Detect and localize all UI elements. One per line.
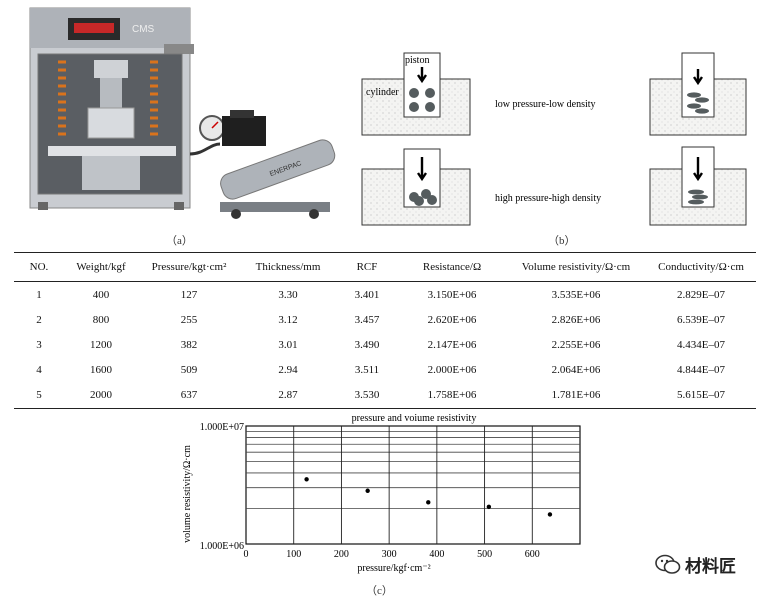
table-cell: 3.01 <box>278 338 298 351</box>
table-cell: 2.87 <box>240 382 336 409</box>
compression-schematic: piston cylinder low pressure-low density… <box>361 52 747 226</box>
col-header: RCF <box>336 252 398 282</box>
col-header: NO. <box>14 252 64 282</box>
table-cell: 127 <box>180 288 198 301</box>
particles-low <box>409 88 435 112</box>
high-caption: high pressure-high density <box>495 193 601 204</box>
table-cell: 6.539E–07 <box>677 313 725 326</box>
table-cell: 2000 <box>64 382 138 409</box>
plot-area <box>245 425 581 545</box>
table-cell: 2.826E+06 <box>551 313 601 326</box>
table-cell: 1600 <box>90 364 112 377</box>
table-row: 4 1600 509 2.94 3.511 2.000E+06 2.064E+0… <box>14 358 756 383</box>
table-cell: 2.255E+06 <box>551 338 601 351</box>
table-cell: 4.434E–07 <box>677 338 725 351</box>
data-point <box>547 512 553 517</box>
table-cell: 3.490 <box>354 338 380 351</box>
table-cell: 3.535E+06 <box>551 288 601 301</box>
resistivity-table: NO. Weight/kgf Pressure/kgt·cm² Thicknes… <box>14 252 756 409</box>
arrow-down-icon <box>417 157 427 182</box>
x-axis-label: pressure/kgf·cm⁻² <box>357 563 430 574</box>
table-cell: 5.615E–07 <box>646 382 756 409</box>
table-cell: 3.457 <box>354 313 380 326</box>
table-cell: 382 <box>180 338 198 351</box>
table-cell: 3.511 <box>354 364 380 377</box>
col-header: Pressure/kgt·cm² <box>138 252 240 282</box>
table-cell: 1.781E+06 <box>506 382 646 409</box>
col-header: Thickness/mm <box>240 252 336 282</box>
x-tick-label: 400 <box>429 549 444 560</box>
table-cell: 2.064E+06 <box>551 364 601 377</box>
arrow-down-icon <box>693 157 703 182</box>
table-cell: 2.829E–07 <box>677 288 725 301</box>
x-tick-label: 600 <box>525 549 540 560</box>
watermark: 材料匠 <box>655 552 736 577</box>
col-header: Conductivity/Ω·cm <box>646 252 756 282</box>
y-tick-label: 1.000E+06 <box>200 541 244 552</box>
resistivity-chart: 0 100 200 300 400 500 600 pressure and voiume … <box>182 413 581 574</box>
x-tick-label: 0 <box>244 549 249 560</box>
x-tick-label: 100 <box>286 549 301 560</box>
table-cell: 1200 <box>90 338 112 351</box>
data-point <box>486 504 492 510</box>
table-cell: 2.000E+06 <box>427 364 477 377</box>
particles-high <box>409 189 437 206</box>
data-point <box>365 488 370 493</box>
table-cell: 1 <box>36 288 42 301</box>
table-row: 2 800 255 3.12 3.457 2.620E+06 2.826E+06… <box>14 307 756 332</box>
table-cell: 509 <box>180 364 198 377</box>
table-cell: 1.758E+06 <box>398 382 506 409</box>
table-cell: 2.94 <box>278 364 298 377</box>
table-cell: 3.530 <box>336 382 398 409</box>
piston-label: piston <box>405 55 429 66</box>
col-header: Volume resistivity/Ω·cm <box>506 252 646 282</box>
x-tick-label: 500 <box>477 549 492 560</box>
low-caption: low pressure-low density <box>495 99 596 110</box>
table-row: 3 1200 382 3.01 3.490 2.147E+06 2.255E+0… <box>14 332 756 357</box>
table-cell: 4.844E–07 <box>677 364 725 377</box>
y-axis-label: volume resistivity/Ω·cm <box>182 445 193 543</box>
table-cell: 400 <box>92 288 110 301</box>
table-cell: 2.147E+06 <box>427 338 477 351</box>
table-cell: 5 <box>14 382 64 409</box>
y-tick-label: 1.000E+07 <box>200 422 244 433</box>
table-cell: 3.401 <box>354 288 380 301</box>
arrow-down-icon <box>417 67 427 84</box>
data-point <box>304 477 309 482</box>
table-cell: 800 <box>92 313 110 326</box>
device-badge: CMS <box>132 24 155 35</box>
watermark-text: 材料匠 <box>685 557 736 577</box>
table-cell: 3.150E+06 <box>427 288 477 301</box>
table-cell: 2 <box>36 313 42 326</box>
data-point <box>426 500 431 505</box>
press-apparatus-illustration: CMS ENERPAC <box>29 7 336 219</box>
figure-a-label: （a） <box>166 235 193 247</box>
col-header: Weight/kgf <box>64 252 138 282</box>
chart-title: pressure and voiume resistivity <box>352 413 477 424</box>
arrow-down-icon <box>693 69 703 86</box>
figure-b-label: （b） <box>548 235 576 247</box>
table-cell: 255 <box>180 313 198 326</box>
table-cell: 3 <box>36 338 42 351</box>
table-row: 5 2000 637 2.87 3.530 1.758E+06 1.781E+0… <box>14 382 756 409</box>
particles-flat-high <box>688 189 708 205</box>
table-cell: 2.620E+06 <box>427 313 477 326</box>
particles-flat-low <box>687 92 709 114</box>
table-cell: 637 <box>138 382 240 409</box>
table-cell: 4 <box>36 364 42 377</box>
x-tick-label: 300 <box>382 549 397 560</box>
figure-c-label: （c） <box>366 585 393 597</box>
cylinder-label: cylinder <box>366 87 399 98</box>
col-header: Resistance/Ω <box>398 252 506 282</box>
table-cell: 3.30 <box>278 288 298 301</box>
table-header-row: NO. Weight/kgf Pressure/kgt·cm² Thicknes… <box>14 252 756 282</box>
table-row: 1 400 127 3.30 3.401 3.150E+06 3.535E+06… <box>14 282 756 308</box>
table-cell: 3.12 <box>278 313 298 326</box>
wechat-icon <box>655 554 681 574</box>
x-tick-label: 200 <box>334 549 349 560</box>
